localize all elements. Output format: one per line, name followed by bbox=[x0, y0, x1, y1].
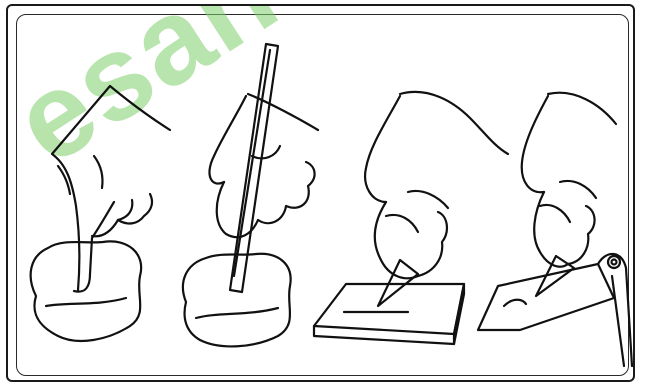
blade-on-cutter-icon bbox=[476, 91, 633, 368]
inner-border bbox=[16, 14, 629, 376]
illustration-frame: esan bbox=[6, 4, 635, 382]
finger-test-icon bbox=[29, 84, 172, 343]
blade-on-board-icon bbox=[312, 90, 510, 346]
illustration-art bbox=[29, 42, 633, 368]
spatula-test-icon bbox=[181, 42, 320, 348]
